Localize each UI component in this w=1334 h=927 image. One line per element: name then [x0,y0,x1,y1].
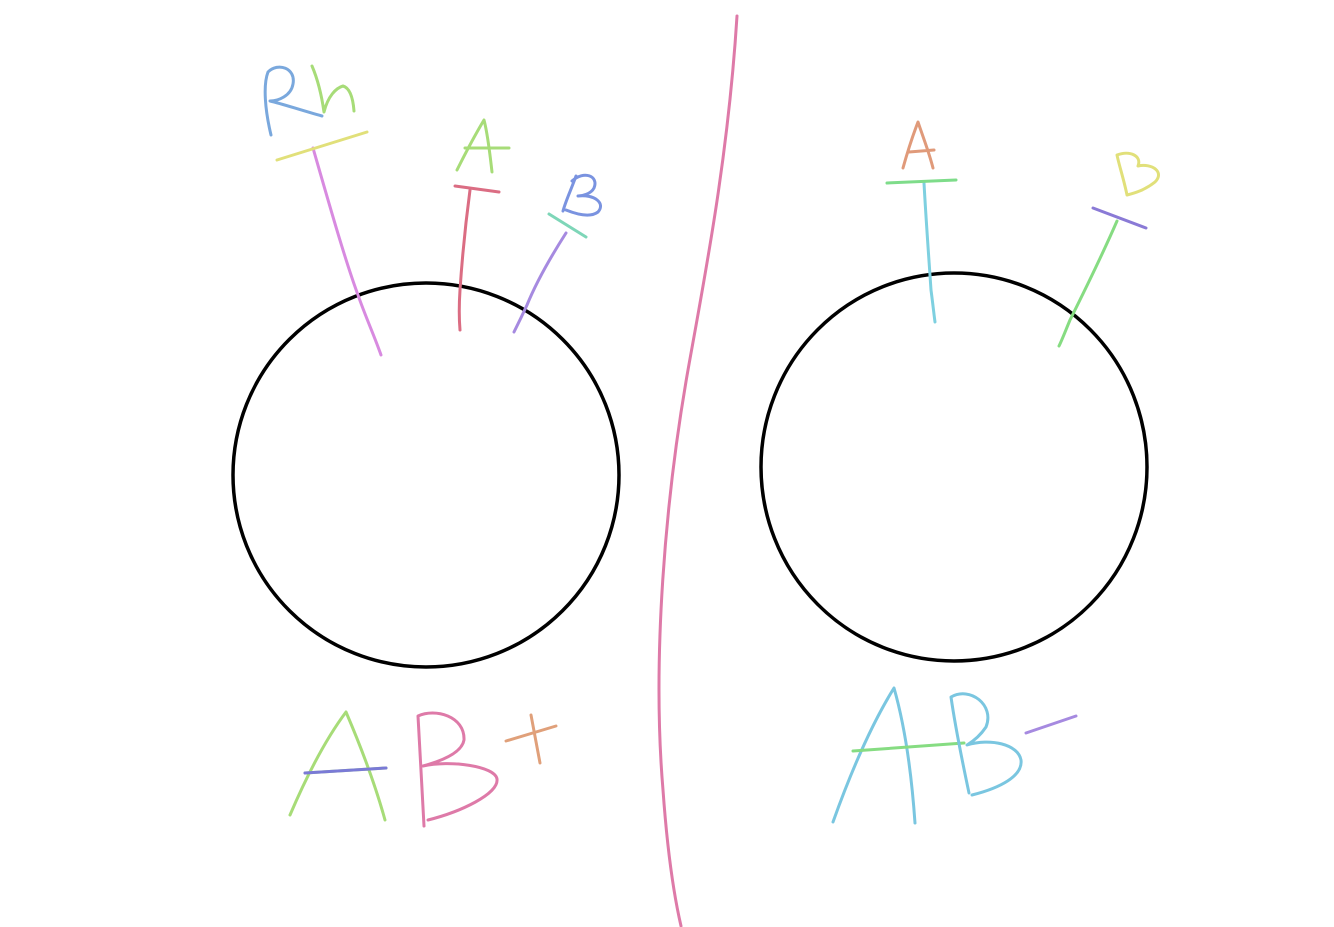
antigen-b-cap [547,212,588,239]
antigen-a-stem [457,188,472,332]
blood-type-ab-plus-letter-A [288,710,388,822]
right-antigen-a: A [0,0,958,324]
antigen-rh-cap [275,130,369,162]
antigen-b-stem [512,231,568,334]
antigen-rh-stem [311,146,383,357]
blood-type-ab-minus-sign [1024,714,1078,735]
blood-type-ab-plus-letter-A-bar [303,766,388,775]
divider-line [657,14,739,927]
right-red-blood-cell [759,271,1149,663]
right-antigen-a-label: A [0,0,12,4]
antigen-rh-letter-h [310,64,356,114]
antigen-rh: Rh [0,0,383,357]
antigen-b-letter [561,173,602,217]
right-antigen-a-stem [922,181,937,324]
left-red-blood-cell-group: Rh A B AB+ [0,0,621,828]
left-red-blood-cell [231,281,621,669]
antigen-a: A [0,0,511,332]
blood-type-ab-plus-label: AB+ [0,0,31,4]
right-antigen-b-stem [1057,219,1119,348]
antigen-a-cap [453,184,501,194]
antigen-a-label: A [0,0,12,4]
antigen-b-label: B [0,0,11,4]
right-antigen-b: B [0,0,1160,348]
right-antigen-b-letter [1115,151,1160,197]
blood-type-ab-minus-letter-A-bar [851,741,966,753]
blood-type-ab-plus-sign [504,713,558,765]
blood-type-ab-plus-letter-B [416,711,499,828]
blood-type-ab-minus-letter-B [949,692,1023,797]
right-antigen-a-cap [885,178,958,185]
right-antigen-b-label: B [0,0,11,4]
blood-type-ab-minus-letter-A [831,686,917,825]
antigen-a-letter [455,118,511,174]
antigen-b: B [0,0,602,334]
blood-type-ab-minus-label: AB- [0,0,28,4]
antigen-rh-letter-R [263,65,324,137]
antigen-rh-label: Rh [0,0,19,4]
blood-type-ab-plus: AB+ [0,0,558,828]
right-antigen-b-cap [1091,206,1148,230]
right-red-blood-cell-group: A B AB- [0,0,1160,825]
right-antigen-a-letter [901,120,936,170]
blood-type-ab-minus: AB- [0,0,1078,825]
